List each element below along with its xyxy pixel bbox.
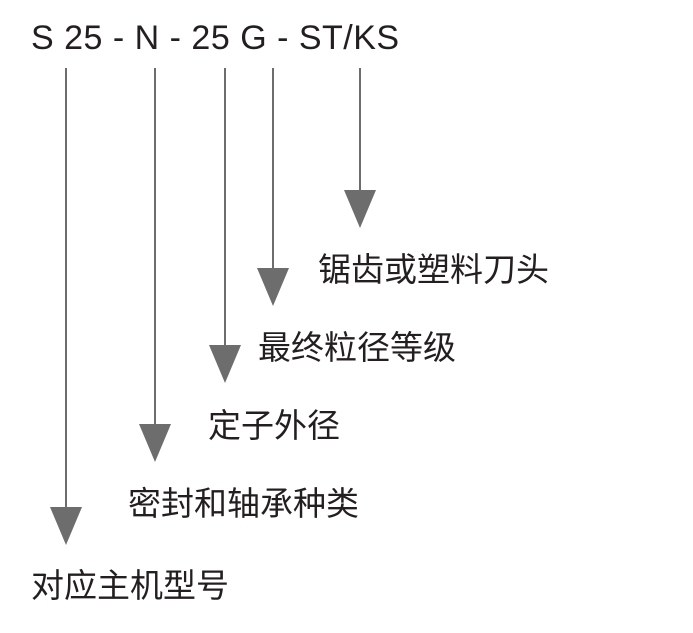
leader-stem-seal-bearing-type xyxy=(154,68,156,424)
callout-label-host-model: 对应主机型号 xyxy=(31,567,229,604)
callout-label-seal-bearing-type: 密封和轴承种类 xyxy=(128,485,359,522)
leader-stem-stator-diameter xyxy=(224,68,226,345)
arrow-down-icon-stator-diameter xyxy=(209,345,241,383)
leader-stem-particle-grade xyxy=(272,68,274,268)
callout-label-cutter-head: 锯齿或塑料刀头 xyxy=(318,251,549,288)
leader-stem-host-model xyxy=(65,68,67,507)
leader-stem-cutter-head xyxy=(359,68,361,190)
callout-label-particle-grade: 最终粒径等级 xyxy=(258,329,456,366)
page-title: S 25 - N - 25 G - ST/KS xyxy=(31,19,400,57)
arrow-down-icon-seal-bearing-type xyxy=(139,424,171,462)
arrow-down-icon-cutter-head xyxy=(344,190,376,228)
arrow-down-icon-host-model xyxy=(50,507,82,545)
callout-label-stator-diameter: 定子外径 xyxy=(208,407,340,444)
arrow-down-icon-particle-grade xyxy=(257,268,289,306)
